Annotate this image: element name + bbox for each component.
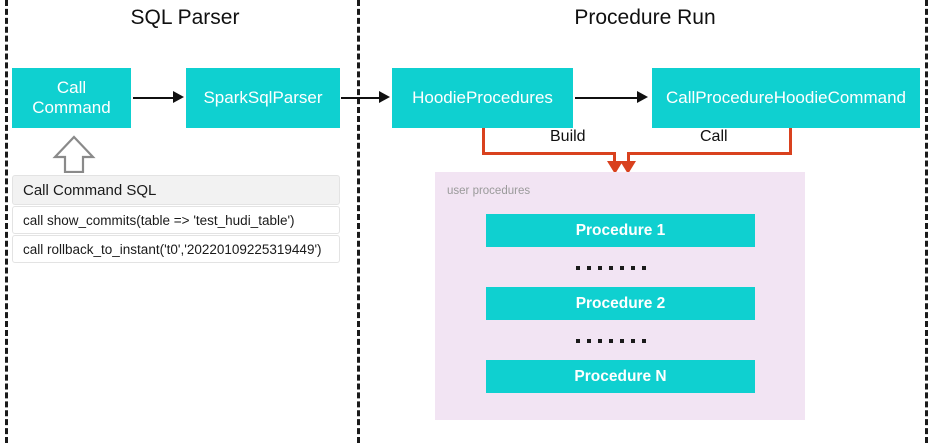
arrow-sparksqlparser-to-hoodieprocedures-head [379,91,390,103]
arrow-sparksqlparser-to-hoodieprocedures-line [341,97,379,99]
section-title-sql-parser: SQL Parser [130,6,240,29]
sql-table-header: Call Command SQL [12,175,340,205]
connector-call-horizontal [627,152,792,155]
edge-label-build: Build [545,128,591,146]
block-arrow-up-icon [52,135,96,174]
arrow-hoodieprocedures-to-callprocedure-line [575,97,637,99]
ellipsis-dots-2 [576,339,646,343]
divider-right [925,0,928,443]
connector-call-vertical-left [627,152,630,163]
connector-build-vertical-right [613,152,616,163]
node-call-procedure-hoodie-command[interactable]: CallProcedureHoodieCommand [652,68,920,128]
user-procedures-label: user procedures [447,185,531,197]
call-command-sql-table: Call Command SQL call show_commits(table… [12,175,340,263]
arrow-callcommand-to-sparksqlparser-head [173,91,184,103]
node-call-procedure-hoodie-command-label: CallProcedureHoodieCommand [665,88,906,107]
node-hoodie-procedures-label: HoodieProcedures [412,88,553,107]
sql-table-row: call rollback_to_instant('t0','202201092… [12,235,340,263]
connector-build-arrowhead [606,161,623,174]
connector-call-arrowhead [620,161,637,174]
node-spark-sql-parser-label: SparkSqlParser [203,88,323,107]
arrow-hoodieprocedures-to-callprocedure-head [637,91,648,103]
divider-middle [357,0,360,443]
procedure-box-n-label: Procedure N [574,367,667,385]
node-call-command[interactable]: Call Command [12,68,131,128]
procedure-box-2-label: Procedure 2 [575,294,666,312]
sql-table-row: call show_commits(table => 'test_hudi_ta… [12,206,340,234]
divider-left [5,0,8,443]
procedure-box-1-label: Procedure 1 [575,221,666,239]
node-call-command-line1: Call [56,78,87,97]
procedure-box-n[interactable]: Procedure N [486,360,755,393]
connector-build-horizontal [482,152,616,155]
arrow-callcommand-to-sparksqlparser-line [133,97,173,99]
connector-build-vertical-left [482,128,485,155]
edge-label-call: Call [695,128,733,146]
node-spark-sql-parser[interactable]: SparkSqlParser [186,68,340,128]
ellipsis-dots-1 [576,266,646,270]
connector-call-vertical-right [789,128,792,155]
node-hoodie-procedures[interactable]: HoodieProcedures [392,68,573,128]
node-call-command-line2: Command [32,98,111,117]
section-title-procedure-run: Procedure Run [574,6,716,29]
procedure-box-2[interactable]: Procedure 2 [486,287,755,320]
procedure-box-1[interactable]: Procedure 1 [486,214,755,247]
